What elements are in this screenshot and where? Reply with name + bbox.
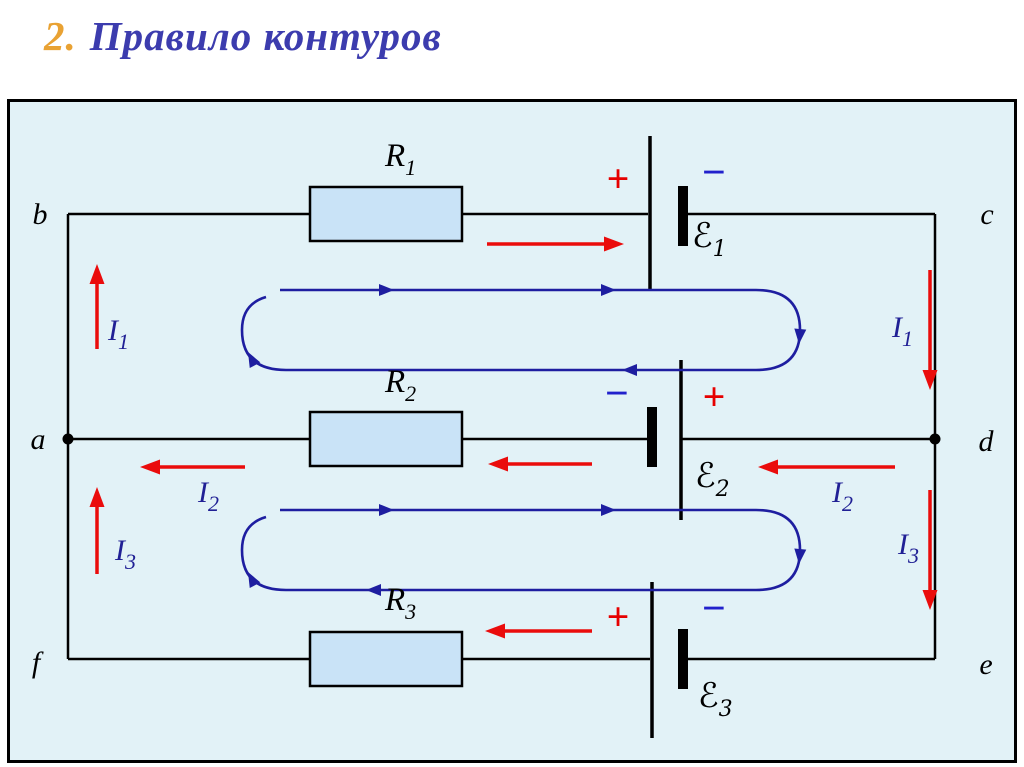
minus-sign-e2: − bbox=[605, 371, 629, 417]
current-label-i3-left: I3 bbox=[114, 534, 136, 574]
loop-2-arrowhead-bottom bbox=[366, 584, 381, 596]
resistor-label-r2: R2 bbox=[384, 364, 416, 406]
minus-sign-e1: − bbox=[702, 150, 726, 196]
current-arrow-i3-right-head bbox=[922, 590, 938, 610]
loop-1-arrowhead-bottom bbox=[622, 364, 637, 376]
resistor-r3 bbox=[308, 630, 464, 688]
battery-e3 bbox=[650, 582, 688, 738]
circuit-diagram-panel: b c a d f e R1 R2 R3 + − ℰ1 − + ℰ2 + − ℰ… bbox=[7, 99, 1017, 763]
loop-2-path bbox=[240, 508, 802, 592]
current-arrow-i2-center-head bbox=[488, 456, 508, 472]
loop-1-arrowhead-top-1 bbox=[379, 284, 394, 296]
current-label-i2-left: I2 bbox=[197, 476, 219, 516]
loop-2-arrowhead-top-1 bbox=[379, 504, 394, 516]
current-arrow-i1-right-head bbox=[922, 370, 938, 390]
battery-e1 bbox=[648, 136, 688, 291]
current-arrow-i3-left-head bbox=[89, 487, 105, 507]
loop-contour-1 bbox=[240, 284, 807, 376]
slide-title: 2. Правило контуров bbox=[44, 12, 442, 60]
current-label-i3-right: I3 bbox=[897, 528, 919, 568]
resistor-r2 bbox=[308, 410, 464, 468]
node-label-b: b bbox=[33, 198, 48, 231]
current-arrow-bottom-branch-head bbox=[485, 623, 505, 639]
current-arrow-i2-left-head bbox=[140, 459, 160, 475]
slide-title-text: Правило контуров bbox=[89, 13, 442, 59]
current-label-i2-right: I2 bbox=[831, 476, 853, 516]
current-arrow-i1-left-head bbox=[89, 264, 105, 284]
resistor-r1 bbox=[308, 185, 464, 243]
current-label-i1-left: I1 bbox=[107, 314, 129, 354]
node-label-c: c bbox=[980, 198, 993, 231]
node-label-f: f bbox=[32, 646, 44, 679]
loop-2-arrowhead-left bbox=[248, 572, 261, 589]
loop-2-arrowhead-top-2 bbox=[601, 504, 616, 516]
node-label-e: e bbox=[979, 648, 992, 681]
loop-contour-2 bbox=[240, 504, 807, 596]
current-label-i1-right: I1 bbox=[891, 311, 913, 351]
current-arrows bbox=[89, 236, 938, 639]
circuit-wires bbox=[66, 212, 937, 661]
minus-sign-e3: − bbox=[702, 586, 726, 632]
plus-sign-e1: + bbox=[607, 156, 630, 201]
loop-1-arrowhead-top-2 bbox=[601, 284, 616, 296]
loop-1-arrowhead-right bbox=[794, 328, 807, 344]
current-arrow-top-branch-head bbox=[604, 236, 624, 252]
node-dot-d bbox=[929, 433, 941, 445]
battery-e2 bbox=[647, 360, 683, 520]
node-label-d: d bbox=[979, 425, 995, 458]
plus-sign-e3: + bbox=[607, 594, 630, 639]
node-label-a: a bbox=[31, 423, 46, 456]
slide-title-number: 2. bbox=[44, 13, 77, 59]
resistor-label-r1: R1 bbox=[384, 138, 416, 180]
plus-sign-e2: + bbox=[703, 374, 726, 419]
emf-label-e3: ℰ3 bbox=[698, 676, 733, 722]
loop-1-path bbox=[240, 288, 802, 372]
current-arrow-i2-right-head bbox=[758, 459, 778, 475]
node-dot-a bbox=[62, 433, 74, 445]
emf-label-e2: ℰ2 bbox=[695, 456, 730, 502]
resistor-label-r3: R3 bbox=[384, 582, 416, 624]
emf-label-e1: ℰ1 bbox=[692, 216, 727, 262]
loop-1-arrowhead-left bbox=[248, 352, 261, 369]
loop-2-arrowhead-right bbox=[794, 548, 807, 564]
